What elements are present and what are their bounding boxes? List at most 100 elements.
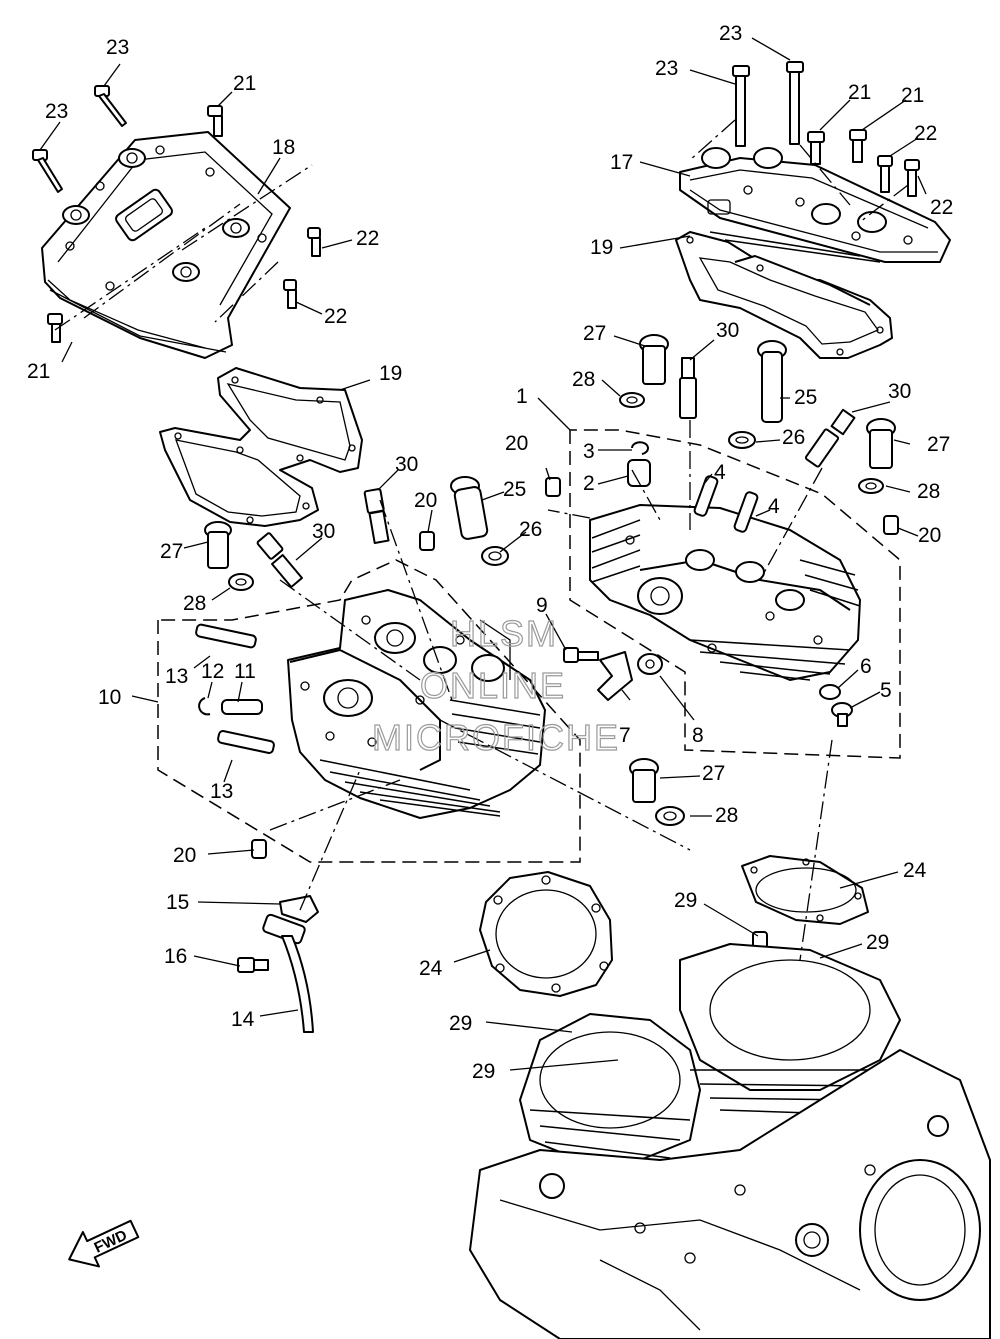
callout-27-c: 27 (927, 433, 950, 456)
callout-8: 8 (692, 724, 704, 747)
bolt-22-rear-a-icon (307, 227, 321, 257)
bolt-5-icon (831, 702, 853, 727)
watermark-line-2: ONLINE (420, 665, 566, 706)
callout-21-c: 21 (848, 81, 871, 104)
callout-6: 6 (860, 655, 872, 678)
bolt-27-d-icon (629, 758, 659, 803)
head-gaskets (479, 855, 869, 997)
bolt-22-front-b-icon (904, 159, 920, 197)
spark-plug-30-a-icon (363, 488, 390, 544)
callout-13-a: 13 (165, 665, 188, 688)
callout-20-b: 20 (173, 844, 196, 867)
spark-plug-30-c-icon (679, 357, 697, 419)
callout-4-a: 4 (714, 461, 726, 484)
callout-20-a: 20 (414, 489, 437, 512)
oil-pipes (450, 340, 787, 566)
seal-26-a-icon (481, 546, 509, 566)
bolt-16-icon (237, 957, 269, 973)
callout-23-b: 23 (45, 100, 68, 123)
callout-27-d: 27 (702, 762, 725, 785)
leader-lines (39, 37, 927, 1071)
callout-24-a: 24 (903, 859, 927, 882)
callout-28-c: 28 (917, 480, 940, 503)
bolt-21-front-b-icon (849, 129, 867, 163)
bolt-23-rear-a-icon (94, 85, 127, 127)
bolt-21-front-a-icon (807, 131, 825, 165)
spark-plug-30-d-icon (804, 408, 856, 468)
pipe-25-a-icon (450, 476, 489, 540)
stud-4-a-icon (693, 475, 719, 517)
callout-30-d: 30 (888, 380, 911, 403)
oil-fittings (237, 647, 853, 1033)
bolts-27-28 (204, 334, 896, 826)
spark-plug-30-b-icon (256, 532, 304, 588)
washer-28-a-icon (228, 573, 254, 591)
watermark: HLSM ONLINE MICROFICHE (371, 612, 620, 758)
bolt-22-rear-b-icon (283, 279, 297, 309)
callout-28-b: 28 (572, 368, 595, 391)
callout-13-b: 13 (210, 780, 233, 803)
bolt-22-front-a-icon (877, 155, 893, 193)
fwd-arrow-icon: FWD (68, 1219, 140, 1268)
washer-28-d-icon (655, 806, 685, 826)
callout-22-a: 22 (356, 227, 379, 250)
bolt-23-rear-b-icon (32, 149, 63, 193)
bolt-23-front-b-icon (786, 61, 804, 145)
bolt-27-a-icon (204, 521, 232, 569)
gasket-8-icon (637, 653, 663, 675)
callout-29-c: 29 (449, 1012, 472, 1035)
rear-head-cover (41, 131, 291, 359)
callout-labels: 23 23 21 18 22 22 21 19 30 20 25 30 26 2… (27, 22, 953, 1083)
callout-25-a: 25 (503, 478, 526, 501)
bolt-23-front-a-icon (732, 65, 750, 147)
callout-26-b: 26 (782, 426, 805, 449)
studs-dowels (195, 441, 899, 859)
stud-13-b-icon (217, 730, 275, 754)
callout-22-d: 22 (930, 196, 953, 219)
front-cylinder-head (589, 504, 861, 681)
callout-29-d: 29 (472, 1060, 495, 1083)
callout-20-c: 20 (505, 432, 528, 455)
dowel-20-d-icon (883, 515, 899, 535)
pipe-7-icon (597, 651, 633, 701)
washer-28-c-icon (858, 478, 884, 494)
callout-4-b: 4 (768, 495, 780, 518)
callout-7: 7 (619, 724, 631, 747)
callout-30-c: 30 (716, 319, 739, 342)
dowel-20-c-icon (545, 477, 561, 497)
callout-28-a: 28 (183, 592, 206, 615)
callout-27-b: 27 (583, 322, 606, 345)
callout-23-d: 23 (655, 57, 678, 80)
callout-22-c: 22 (914, 122, 937, 145)
bolt-9-icon (563, 647, 599, 663)
dowel-20-b-icon (251, 839, 267, 859)
callout-23-c: 23 (719, 22, 742, 45)
callout-11: 11 (234, 660, 256, 683)
callout-18: 18 (272, 136, 295, 159)
callout-26-a: 26 (519, 518, 542, 541)
clip-12-icon (198, 697, 211, 716)
callout-22-b: 22 (324, 305, 347, 328)
callout-9: 9 (536, 594, 548, 617)
callout-27-a: 27 (160, 540, 183, 563)
bolt-27-b-icon (639, 334, 669, 385)
watermark-line-1: HLSM (450, 613, 558, 654)
rear-cylinder-head (287, 589, 546, 819)
callout-14: 14 (231, 1008, 255, 1031)
bolt-21-rear-b-icon (47, 313, 63, 343)
callout-3: 3 (583, 440, 595, 463)
watermark-line-3: MICROFICHE (372, 717, 620, 758)
callout-2: 2 (583, 472, 595, 495)
callout-25-b: 25 (794, 386, 817, 409)
seal-26-b-icon (728, 431, 756, 449)
group-boxes (54, 119, 909, 961)
callout-19-b: 19 (590, 236, 613, 259)
washer-6-icon (819, 684, 841, 700)
callout-5: 5 (880, 679, 892, 702)
washer-28-b-icon (619, 392, 645, 408)
callout-21-a: 21 (233, 72, 256, 95)
stud-4-b-icon (733, 491, 759, 533)
callout-12: 12 (201, 660, 224, 683)
callout-30-b: 30 (312, 520, 335, 543)
callout-28-d: 28 (715, 804, 738, 827)
